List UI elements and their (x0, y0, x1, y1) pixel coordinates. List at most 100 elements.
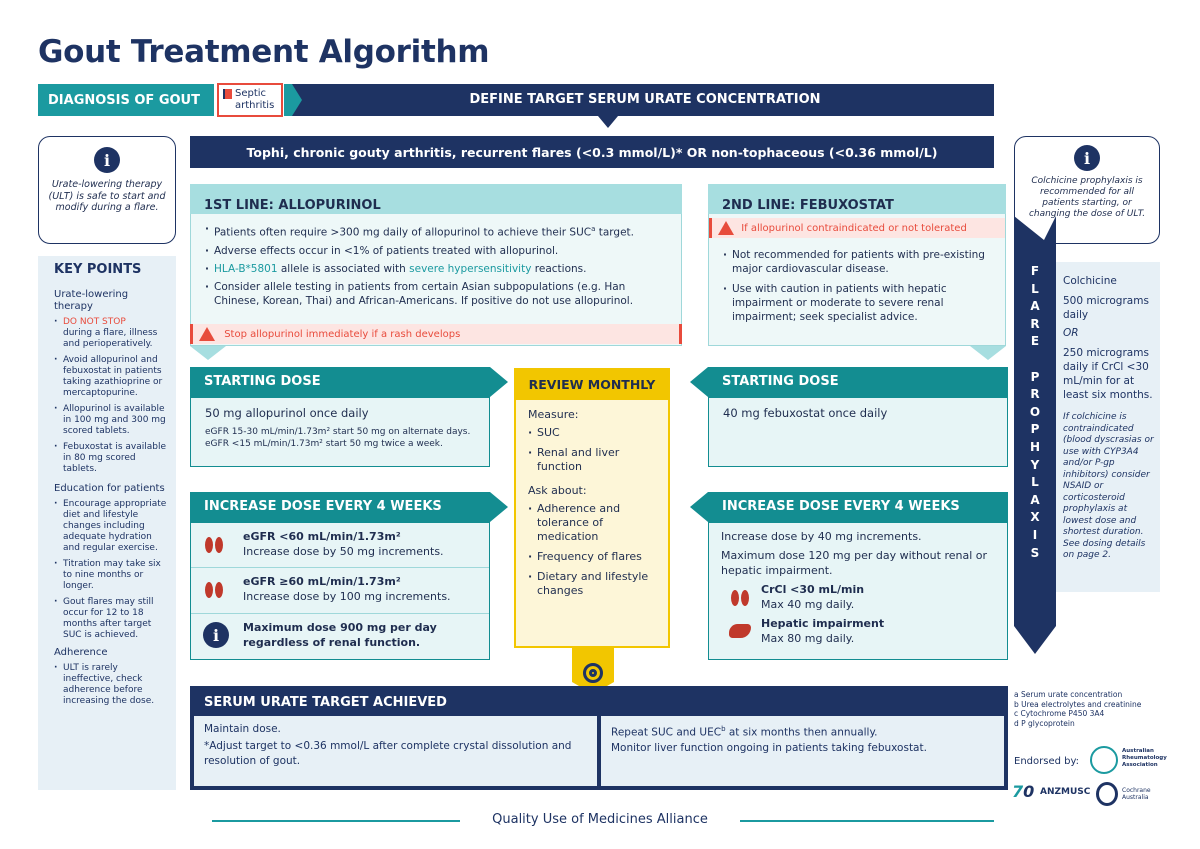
egfr-high-row: eGFR ≥60 mL/min/1.73m² Increase dose by … (191, 568, 489, 614)
adherence-list: ULT is rarely ineffective, check adheren… (54, 663, 168, 707)
review-monthly-panel: REVIEW MONTHLY Measure: SUC Renal and li… (514, 368, 670, 648)
crcl-text: Max 40 mg daily. (761, 598, 855, 611)
diagnosis-label: DIAGNOSIS OF GOUT (48, 92, 200, 108)
ult-info-bubble: i Urate-lowering therapy (ULT) is safe t… (38, 136, 176, 244)
footer-line-right (740, 820, 994, 822)
target-left-box: Maintain dose. *Adjust target to <0.36 m… (194, 716, 597, 786)
kidney-icon (205, 535, 223, 555)
left-increase-header-arrow (190, 492, 508, 522)
right-increase-panel: Increase dose by 40 mg increments. Maxim… (708, 522, 1008, 660)
right-increase-t1: Increase dose by 40 mg increments. (721, 530, 922, 543)
colchicine-dose1: 500 micrograms daily (1063, 295, 1149, 321)
right-increase-title: INCREASE DOSE EVERY 4 WEEKS (722, 499, 960, 514)
review-ask-list: Adherence and tolerance of medication Fr… (528, 502, 660, 598)
target-concentration-bar: Tophi, chronic gouty arthritis, recurren… (190, 136, 994, 168)
list-item: Dietary and lifestyle changes (528, 570, 660, 598)
review-measure-list: SUC Renal and liver function (528, 426, 660, 474)
right-start-panel: 40 mg febuxostat once daily (708, 397, 1008, 467)
left-start-line2: eGFR <15 mL/min/1.73m² start 50 mg twice… (205, 439, 443, 449)
key-points-panel: KEY POINTS Urate-lowering therapy DO NOT… (38, 256, 176, 790)
arrow-down-right (970, 346, 1006, 360)
target-concentration-text: Tophi, chronic gouty arthritis, recurren… (246, 144, 938, 160)
max-dose-row: i Maximum dose 900 mg per day regardless… (191, 614, 489, 650)
cochrane-logo: Cochrane Australia (1096, 780, 1166, 808)
info-icon: i (94, 147, 120, 173)
right-start-main: 40 mg febuxostat once daily (723, 406, 888, 420)
target-left2: *Adjust target to <0.36 mmol/L after com… (204, 740, 572, 767)
review-measure-label: Measure: (528, 408, 579, 421)
target-right-box: Repeat SUC and UECb at six months then a… (601, 716, 1004, 786)
ult-heading: Urate-lowering therapy (54, 289, 129, 312)
footer-line-left (212, 820, 460, 822)
list-item: Titration may take six to nine months or… (54, 559, 168, 592)
warning-icon (718, 221, 734, 235)
info-icon: i (1074, 145, 1100, 171)
left-increase-panel: eGFR <60 mL/min/1.73m² Increase dose by … (190, 522, 490, 660)
second-line-warning-text: If allopurinol contraindicated or not to… (741, 223, 967, 234)
list-item: Allopurinol is available in 100 mg and 3… (54, 404, 168, 437)
list-item: ULT is rarely ineffective, check adheren… (54, 663, 168, 707)
egfr-low-text: Increase dose by 50 mg increments. (243, 545, 444, 558)
right-start-header-arrow (690, 367, 1008, 397)
right-increase-header-arrow (690, 492, 1008, 522)
endorsed-label: Endorsed by: (1014, 756, 1080, 767)
colchicine-dose2: 250 micrograms daily if CrCl <30 mL/min … (1063, 347, 1153, 401)
max-dose-text: Maximum dose 900 mg per day regardless o… (243, 621, 437, 649)
crcl-row: CrCl <30 mL/min Max 40 mg daily. (721, 582, 997, 616)
egfr-low-row: eGFR <60 mL/min/1.73m² Increase dose by … (191, 523, 489, 568)
septic-label-2: arthritis (235, 100, 275, 111)
arrow-down-left (190, 346, 226, 360)
define-target-label: DEFINE TARGET SERUM URATE CONCENTRATION (469, 92, 821, 107)
ult-info-text: Urate-lowering therapy (ULT) is safe to … (48, 179, 166, 213)
egfr-high-text: Increase dose by 100 mg increments. (243, 590, 451, 603)
hepatic-head: Hepatic impairment (761, 617, 885, 630)
review-ask-label: Ask about: (528, 484, 587, 497)
list-item: Patients often require >300 mg daily of … (205, 222, 671, 240)
list-item: SUC (528, 426, 660, 440)
education-heading: Education for patients (54, 483, 165, 494)
list-item: Frequency of flares (528, 550, 660, 564)
list-item: Febuxostat is available in 80 mg scored … (54, 442, 168, 475)
list-item: Avoid allopurinol and febuxostat in pati… (54, 355, 168, 399)
define-target-arrow (284, 84, 994, 128)
kidney-icon (205, 580, 223, 600)
second-line-list: Not recommended for patients with pre-ex… (709, 238, 1005, 324)
target-achieved-title: SERUM URATE TARGET ACHIEVED (204, 695, 447, 710)
colchicine-info-bubble: i Colchicine prophylaxis is recommended … (1014, 136, 1160, 244)
right-increase-t2: Maximum dose 120 mg per day without rena… (721, 549, 988, 577)
left-increase-title: INCREASE DOSE EVERY 4 WEEKS (204, 499, 442, 514)
right-start-title: STARTING DOSE (722, 374, 839, 389)
anzmusc-logo: 70 ANZMUSC (1012, 782, 1091, 801)
second-line-title-bar: 2ND LINE: FEBUXOSTAT (708, 184, 1006, 214)
key-points-title: KEY POINTS (54, 262, 142, 277)
left-start-header-arrow (190, 367, 508, 397)
list-item: Use with caution in patients with hepati… (723, 282, 995, 324)
left-start-line1: eGFR 15-30 mL/min/1.73m² start 50 mg on … (205, 427, 471, 437)
education-list: Encourage appropriate diet and lifestyle… (54, 499, 168, 641)
list-item: Consider allele testing in patients from… (205, 280, 671, 308)
left-start-title: STARTING DOSE (204, 374, 321, 389)
colchicine-or: OR (1063, 327, 1079, 339)
ara-logo: Australian Rheumatology Association (1090, 744, 1170, 776)
hepatic-text: Max 80 mg daily. (761, 632, 855, 645)
target-right1: Repeat SUC and UECb at six months then a… (611, 725, 878, 739)
second-line-title: 2ND LINE: FEBUXOSTAT (722, 198, 894, 213)
list-item: Encourage appropriate diet and lifestyle… (54, 499, 168, 554)
liver-icon (729, 624, 751, 638)
flare-prophylaxis-arrow (1014, 216, 1056, 654)
flag-icon (223, 89, 232, 99)
review-title-bar: REVIEW MONTHLY (516, 370, 668, 400)
target-left1: Maintain dose. (204, 723, 281, 735)
egfr-low-head: eGFR <60 mL/min/1.73m² (243, 530, 401, 543)
diagnosis-box: DIAGNOSIS OF GOUT (38, 84, 214, 116)
colchicine-note: If colchicine is contraindicated (blood … (1063, 412, 1154, 560)
list-item: Adherence and tolerance of medication (528, 502, 660, 544)
first-line-warning: Stop allopurinol immediately if a rash d… (190, 324, 682, 344)
left-start-panel: 50 mg allopurinol once daily eGFR 15-30 … (190, 397, 490, 467)
kidney-icon (731, 588, 749, 608)
colchicine-title: Colchicine (1063, 275, 1117, 287)
second-line-warning: If allopurinol contraindicated or not to… (709, 218, 1005, 238)
